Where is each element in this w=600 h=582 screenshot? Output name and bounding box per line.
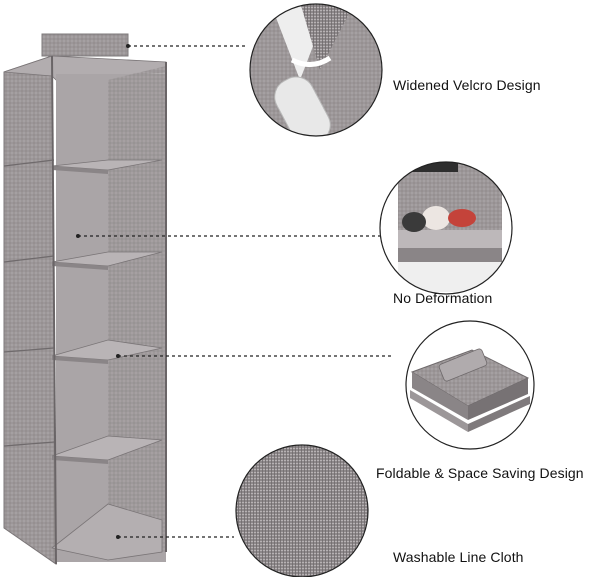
leader-lines [76, 44, 392, 539]
side-panel [3, 55, 57, 565]
feature-label-no-deformation: No Deformation [393, 290, 493, 306]
shelf-4 [51, 435, 163, 461]
fabric-texture-icon [235, 444, 369, 578]
shelf-3 [51, 339, 163, 361]
shelves [51, 159, 163, 561]
shelf-contents-icon [379, 161, 513, 295]
velcro-closeup-icon [249, 3, 383, 137]
feature-label-foldable: Foldable & Space Saving Design [376, 465, 584, 481]
shelf-5 [51, 503, 163, 561]
inner-side-panel [108, 66, 166, 552]
feature-label-washable-cloth: Washable Line Cloth [393, 549, 524, 565]
hanging-strap [41, 33, 129, 57]
shelf-2 [51, 251, 163, 267]
folded-organizer-icon [405, 320, 535, 450]
hanging-organizer [3, 33, 167, 565]
feature-label-velcro: Widened Velcro Design [393, 77, 541, 93]
